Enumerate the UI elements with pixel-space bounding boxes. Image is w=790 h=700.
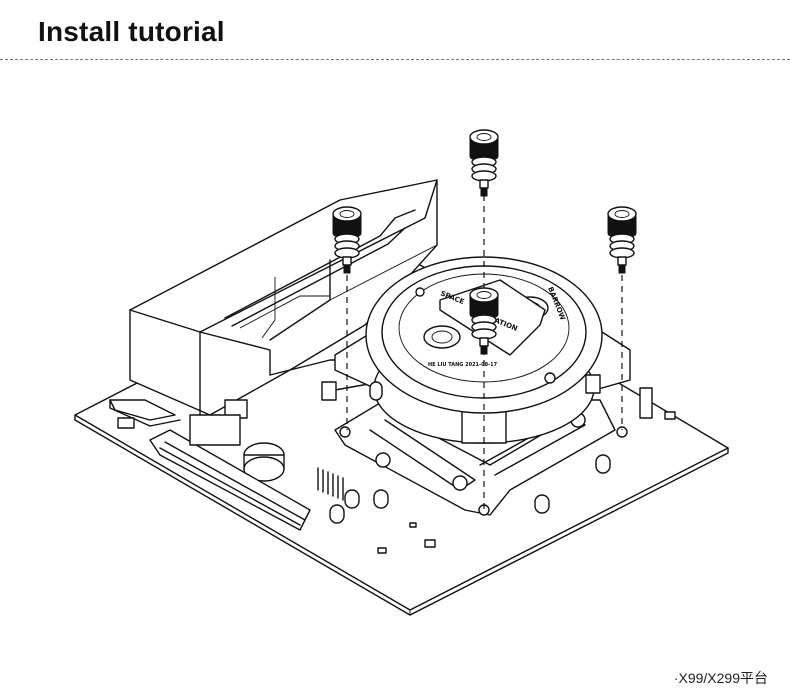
board-components [117,374,676,554]
thumb-screw [332,206,362,274]
vrm-heatsink [109,179,438,427]
dashed-divider [0,59,790,60]
motherboard-waterblock-drawing: SPACE ATION BARROW HE LIU TANG 2021-08-1… [74,129,729,616]
block-bottom-label: HE LIU TANG 2021-08-17 [428,362,498,368]
capacitors [329,381,611,524]
thumb-screw [607,206,637,274]
header-pins [317,467,344,501]
thumb-screw [469,129,499,197]
platform-caption: ·X99/X299平台 [673,670,768,686]
install-illustration: SPACE ATION BARROW HE LIU TANG 2021-08-1… [0,70,790,650]
thumb-screw [469,287,499,355]
page-title: Install tutorial [38,16,225,47]
